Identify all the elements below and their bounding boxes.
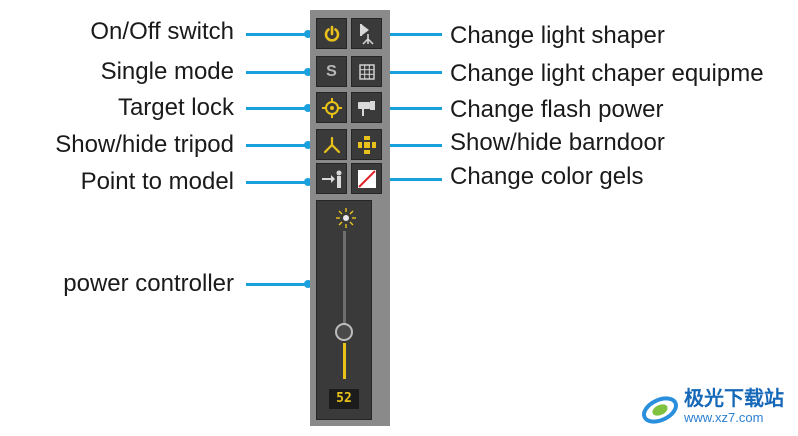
label-change-light-equipment: Change light chaper equipme [450,60,764,87]
point-to-model-button[interactable] [316,163,347,194]
power-controller: 52 [316,200,372,420]
grid-icon [358,63,375,80]
connector-target [246,107,308,110]
watermark-url: www.xz7.com [684,410,764,425]
label-change-light-shaper: Change light shaper [450,22,665,49]
light-sun-icon [336,208,356,228]
label-show-hide-barndoor: Show/hide barndoor [450,129,665,156]
connector-point [246,181,308,184]
connector-power [246,283,308,286]
color-gel-icon [357,169,376,188]
label-target-lock: Target lock [117,94,234,121]
power-slider-track[interactable] [343,231,346,331]
change-light-equipment-button[interactable] [351,56,382,87]
target-lock-button[interactable] [316,92,347,123]
single-mode-button[interactable]: S [316,56,347,87]
power-slider-fill [343,343,346,379]
label-on-off-switch: On/Off switch [90,18,234,45]
light-control-panel: S [310,10,390,426]
barndoor-icon [357,135,376,154]
power-icon [324,25,339,42]
watermark: 极光下载站 www.xz7.com [640,382,798,436]
connector-flash [386,107,442,110]
change-light-shaper-button[interactable] [351,18,382,49]
watermark-logo-icon [642,396,678,424]
label-single-mode: Single mode [100,58,234,85]
label-change-flash-power: Change flash power [450,96,664,123]
connector-barndoor [386,144,442,147]
connector-dot-point [304,178,312,186]
power-slider-handle[interactable] [335,323,353,341]
connector-gels [386,178,442,181]
power-value-readout: 52 [329,389,359,409]
on-off-switch-button[interactable] [316,18,347,49]
connector-dot-on-off [304,30,312,38]
connector-dot-single [304,68,312,76]
flash-head-icon [357,100,375,116]
single-mode-glyph: S [326,62,337,80]
connector-dot-tripod [304,141,312,149]
connector-on-off [246,33,308,36]
connector-dot-target [304,104,312,112]
crosshair-icon [321,97,342,118]
connector-shaper [386,33,442,36]
label-show-hide-tripod: Show/hide tripod [55,131,234,158]
connector-equipment [386,71,442,74]
watermark-site-name: 极光下载站 [684,388,784,410]
show-hide-tripod-button[interactable] [316,129,347,160]
label-change-color-gels: Change color gels [450,163,644,190]
change-flash-power-button[interactable] [351,92,382,123]
label-power-controller: power controller [63,270,234,297]
tripod-icon [323,136,340,153]
show-hide-barndoor-button[interactable] [351,129,382,160]
label-point-to-model: Point to model [80,168,234,195]
point-to-model-icon [321,170,341,188]
connector-dot-power [304,280,312,288]
connector-single [246,71,308,74]
light-shaper-icon [359,23,374,45]
change-color-gels-button[interactable] [351,163,382,194]
connector-tripod [246,144,308,147]
